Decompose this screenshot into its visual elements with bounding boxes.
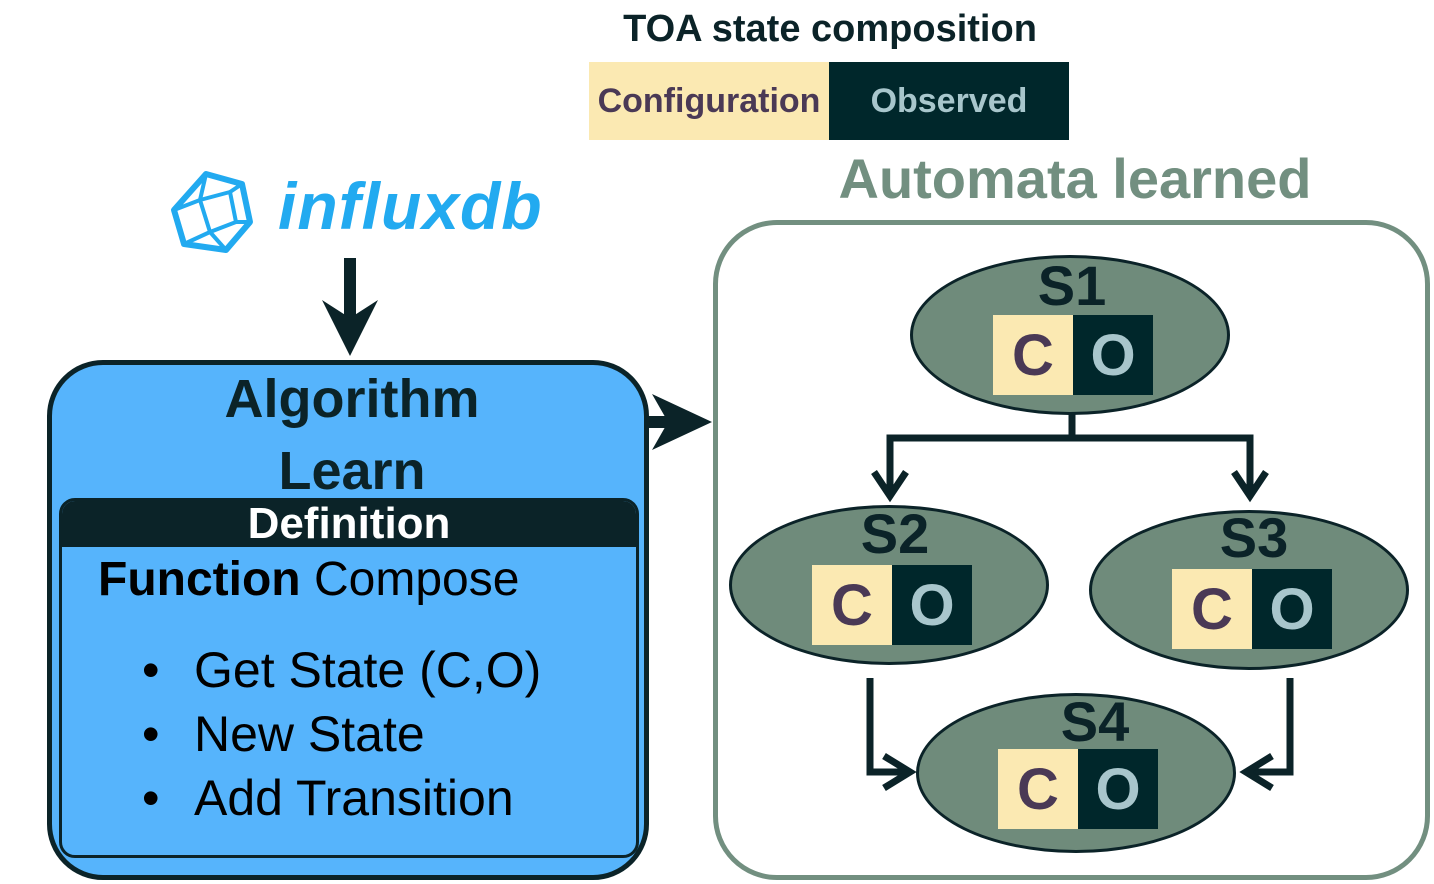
step-label: New State <box>194 706 425 762</box>
state-s1-observed: O <box>1073 315 1153 395</box>
step-label: Add Transition <box>194 770 514 826</box>
function-signature: Function Compose <box>98 552 519 607</box>
step-label: Get State (C,O) <box>194 642 542 698</box>
state-s4-observed: O <box>1078 749 1158 829</box>
algorithm-title-line1: Algorithm <box>224 369 480 429</box>
state-s3-observed: O <box>1252 569 1332 649</box>
function-name: Compose <box>313 553 520 606</box>
state-s2-configuration: C <box>812 565 892 645</box>
step-item: • Add Transition <box>142 766 541 830</box>
state-s1-label: S1 <box>1037 254 1107 317</box>
legend-configuration: Configuration <box>589 62 829 140</box>
state-s4-configuration: C <box>998 749 1078 829</box>
state-s3-configuration: C <box>1172 569 1252 649</box>
arrow-s1-to-s2-s3 <box>871 396 1269 503</box>
automata-title: Automata learned <box>838 147 1312 210</box>
algorithm-title: Algorithm Learn <box>47 363 657 507</box>
definition-box: Definition <box>59 498 639 858</box>
legend-observed: Observed <box>829 62 1069 140</box>
automata-frame <box>713 220 1430 880</box>
definition-header: Definition <box>62 501 636 547</box>
arrow-s2-s3-to-s4 <box>866 678 1294 791</box>
state-s2-observed: O <box>892 565 972 645</box>
arrow-influxdb-to-algorithm <box>322 258 378 356</box>
state-s3-label: S3 <box>1219 506 1289 569</box>
state-s4-label: S4 <box>1060 690 1130 753</box>
bullet-icon: • <box>142 706 160 762</box>
function-keyword: Function <box>98 553 301 606</box>
influxdb-logo-text: influxdb <box>278 169 543 243</box>
state-s2-label: S2 <box>860 502 930 565</box>
bullet-icon: • <box>142 770 160 826</box>
step-item: • New State <box>142 702 541 766</box>
state-s1-configuration: C <box>993 315 1073 395</box>
function-steps: • Get State (C,O) • New State • Add Transit… <box>142 638 541 830</box>
influxdb-logo-icon <box>171 171 253 253</box>
bullet-icon: • <box>142 642 160 698</box>
legend-title: TOA state composition <box>623 8 1037 50</box>
step-item: • Get State (C,O) <box>142 638 541 702</box>
algorithm-learn-box <box>47 360 649 880</box>
algorithm-title-line2: Learn <box>278 441 426 501</box>
